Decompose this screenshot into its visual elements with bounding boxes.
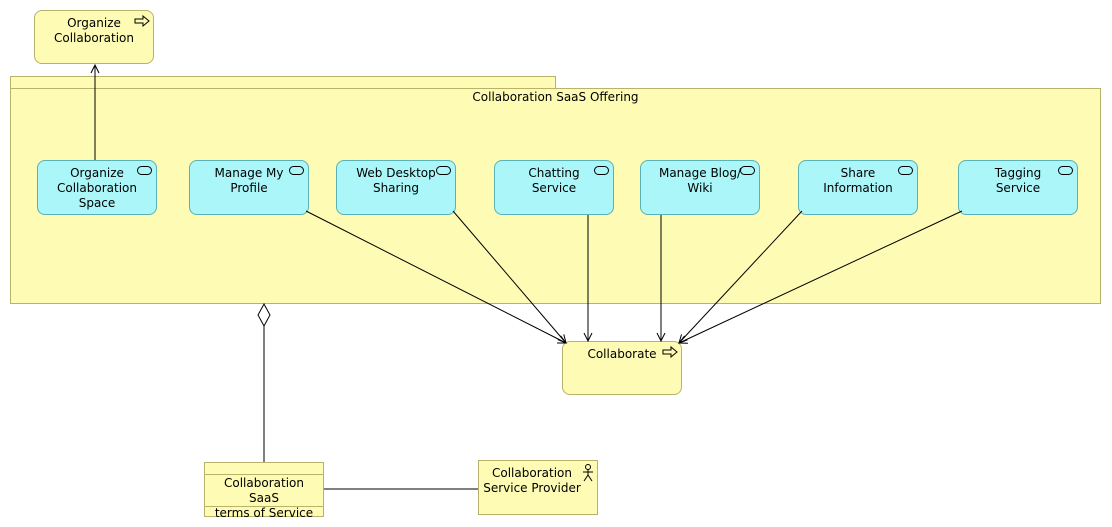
service-pill-icon [137,166,152,175]
service-share-information[interactable]: Share Information [798,160,918,215]
service-pill-icon [289,166,304,175]
service-label: Chatting Service [528,166,580,195]
service-organize-collaboration-space[interactable]: Organize Collaboration Space [37,160,157,215]
group-title: Collaboration SaaS Offering [472,90,639,104]
service-manage-my-profile[interactable]: Manage My Profile [189,160,309,215]
process-label: Organize Collaboration [54,16,134,45]
process-arrow-icon [134,15,150,27]
actor-collaboration-service-provider[interactable]: Collaboration Service Provider [478,460,598,515]
actor-stick-figure-icon [583,464,593,482]
process-label: Collaborate [587,347,657,361]
service-pill-icon [740,166,755,175]
contract-label: Collaboration SaaS terms of Service [214,476,314,520]
service-pill-icon [898,166,913,175]
service-pill-icon [594,166,609,175]
service-label: Manage My Profile [214,166,284,195]
contract-divider-bottom [205,506,323,507]
service-pill-icon [1058,166,1073,175]
service-manage-blog-wiki[interactable]: Manage Blog/ Wiki [640,160,760,215]
edge-tagging-to-collaborate [679,210,963,343]
service-label: Share Information [823,166,893,195]
aggregation-diamond-icon [257,302,271,328]
service-label: Organize Collaboration Space [57,166,137,210]
contract-terms-of-service[interactable]: Collaboration SaaS terms of Service [204,462,324,520]
process-collaborate[interactable]: Collaborate [562,341,682,395]
edge-share-to-collaborate [679,210,803,343]
service-pill-icon [436,166,451,175]
contract-divider-top [205,474,323,475]
group-tab [10,76,556,89]
edge-profile-to-collaborate [305,210,566,343]
service-tagging-service[interactable]: Tagging Service [958,160,1078,215]
edge-sharing-to-collaborate [452,210,566,343]
service-web-desktop-sharing[interactable]: Web Desktop Sharing [336,160,456,215]
process-arrow-icon [662,346,678,358]
process-organize-collaboration[interactable]: Organize Collaboration [34,10,154,64]
service-chatting-service[interactable]: Chatting Service [494,160,614,215]
service-label: Web Desktop Sharing [356,166,436,195]
service-label: Manage Blog/ Wiki [658,166,742,195]
actor-label: Collaboration Service Provider [483,466,581,495]
service-label: Tagging Service [994,166,1042,195]
